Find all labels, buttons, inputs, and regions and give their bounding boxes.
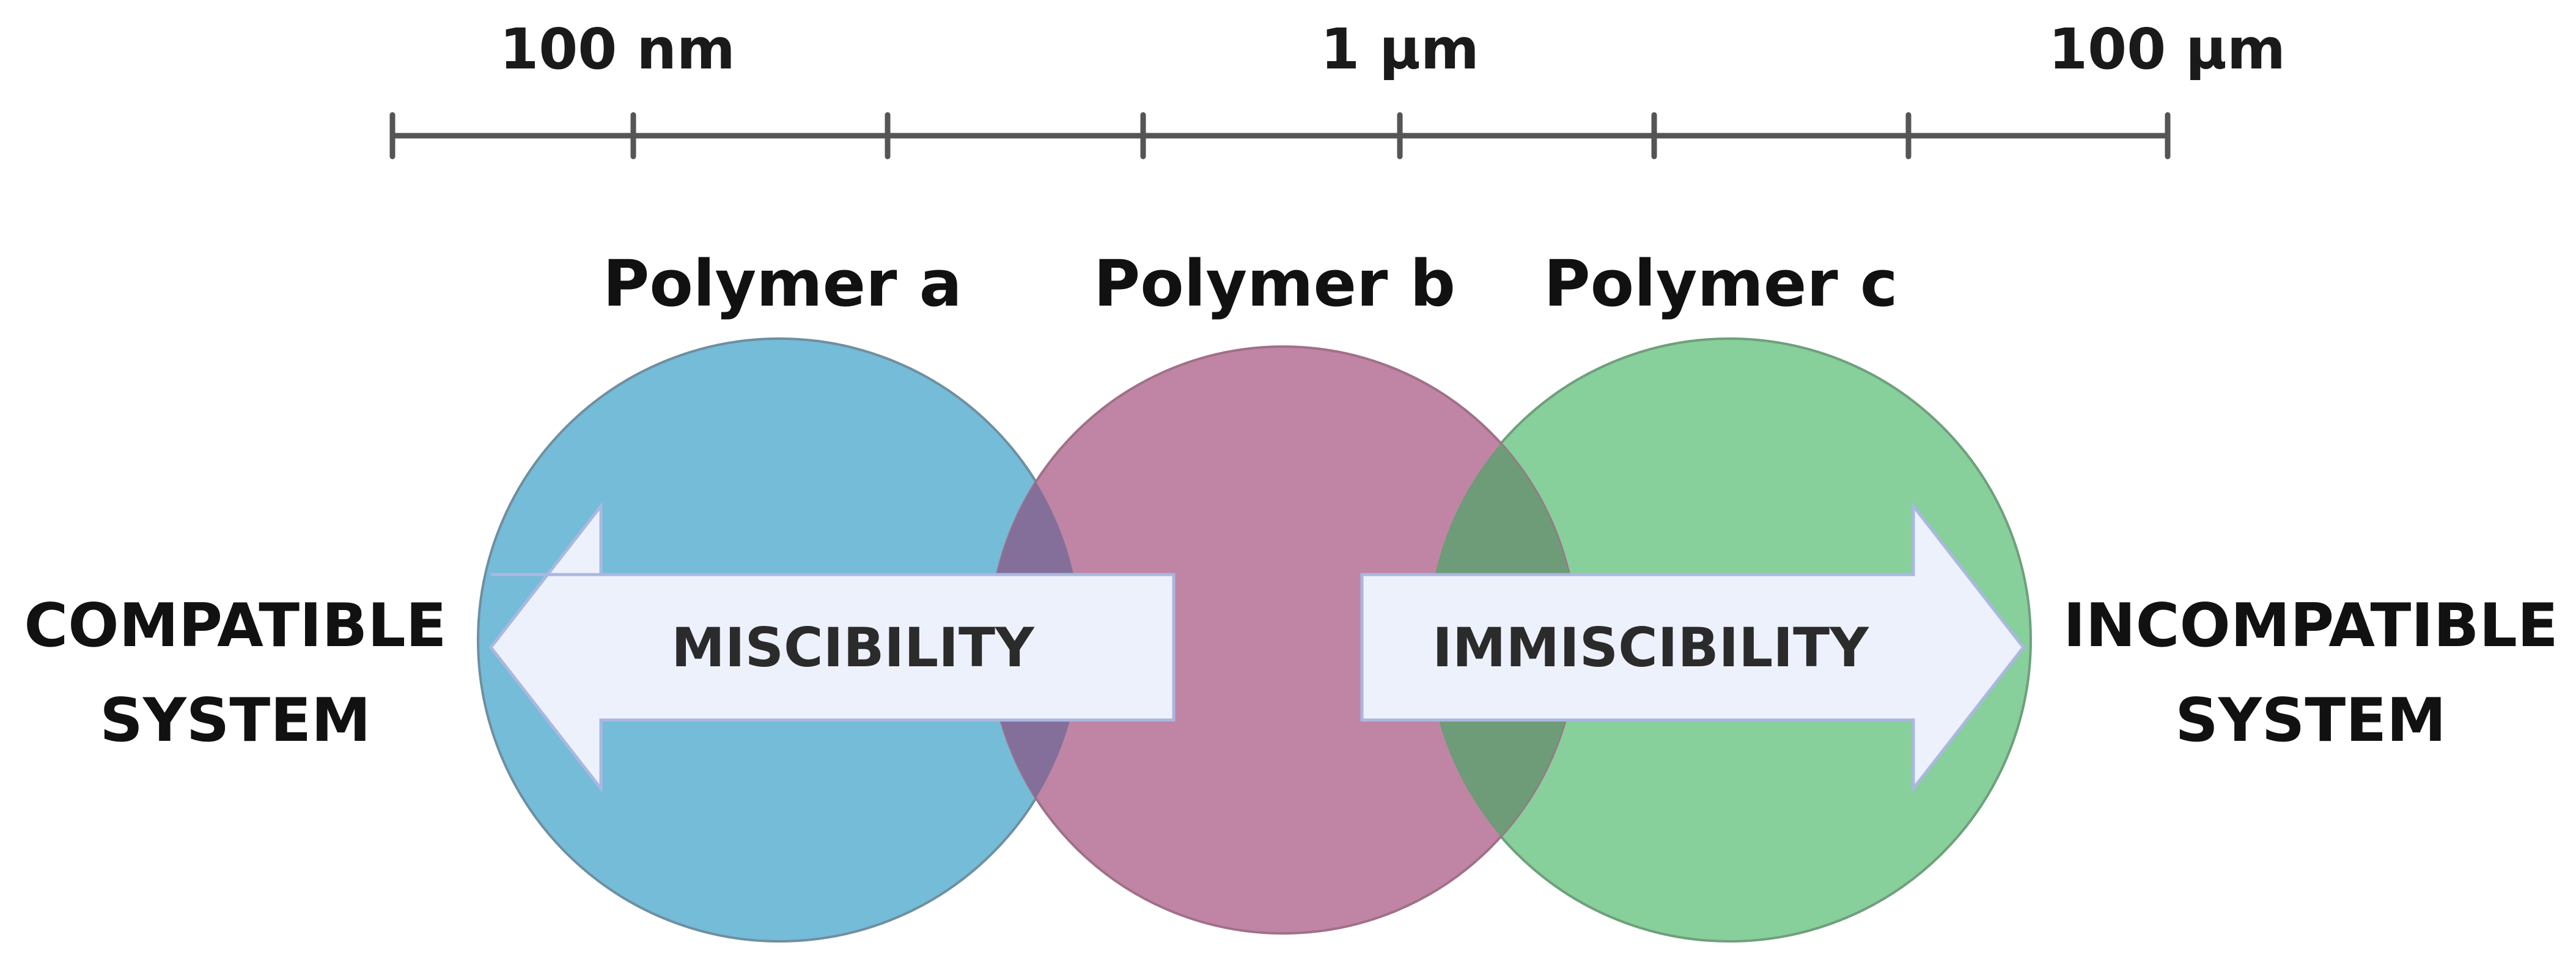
incompatible-system-label: INCOMPATIBLE SYSTEM: [2063, 591, 2558, 756]
scale-label-1um: 1 µm: [1320, 17, 1479, 82]
miscibility-arrow: MISCIBILITY: [488, 501, 1176, 793]
compatible-line1: COMPATIBLE: [24, 591, 446, 661]
immiscibility-label: IMMISCIBILITY: [1432, 616, 1869, 679]
left-arrow-shape: [488, 501, 1176, 793]
compatible-system-label: COMPATIBLE SYSTEM: [24, 591, 446, 756]
scale-ticks: [389, 112, 2171, 160]
right-arrow-shape: [1360, 501, 2026, 793]
polymer-c-label: Polymer c: [1544, 246, 1897, 321]
compatible-line2: SYSTEM: [100, 686, 370, 756]
scale-label-100um: 100 µm: [2048, 17, 2286, 82]
immiscibility-arrow: IMMISCIBILITY: [1360, 501, 2026, 793]
polymer-a-label: Polymer a: [603, 246, 962, 321]
polymer-circles: [477, 337, 2032, 943]
scale-label-100nm: 100 nm: [499, 17, 735, 82]
incompatible-line2: SYSTEM: [2175, 686, 2446, 756]
polymer-b-label: Polymer b: [1094, 246, 1455, 321]
miscibility-label: MISCIBILITY: [671, 616, 1035, 679]
scale-bar: 100 nm 1 µm 100 µm: [389, 17, 2286, 160]
incompatible-line1: INCOMPATIBLE: [2063, 591, 2558, 661]
